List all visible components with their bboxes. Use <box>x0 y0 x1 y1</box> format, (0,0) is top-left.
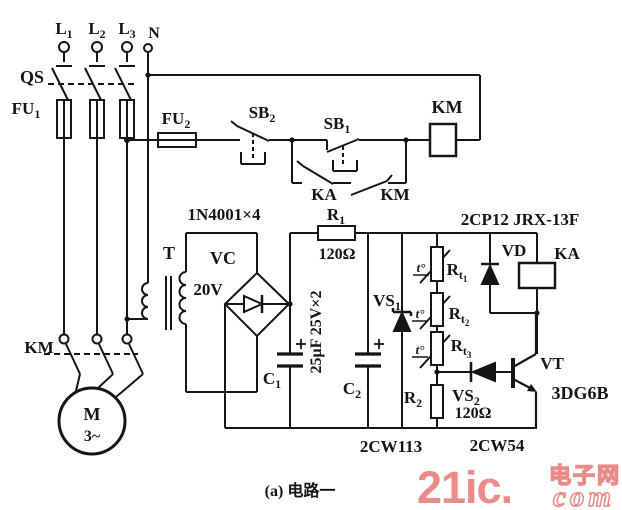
figure-caption: (a) 电路一 <box>265 481 336 500</box>
holding-branch <box>291 140 407 184</box>
c2-plus-sign <box>374 339 384 349</box>
fu2-label: FU2 <box>162 109 191 131</box>
t-deg-label-3: t° <box>416 342 426 357</box>
bridge-label: VC <box>210 248 236 268</box>
km-contact-terminal-1 <box>58 333 70 345</box>
l2-terminal <box>91 41 103 53</box>
sb2-actuator-bracket <box>240 152 266 165</box>
motor-name-label: M <box>84 404 101 424</box>
n-terminal <box>143 43 153 53</box>
sb1-label: SB1 <box>324 114 351 136</box>
l1-terminal <box>58 41 70 53</box>
l3-label: L3 <box>118 19 135 41</box>
km-coil-label: KM <box>432 97 463 117</box>
fu1-fuse-1 <box>56 99 72 139</box>
r2-label: R2 <box>404 388 422 410</box>
ka-contact-blade <box>296 160 334 185</box>
r2-resistor <box>430 384 444 419</box>
l3-terminal <box>121 41 133 53</box>
ka-relay-coil-body <box>517 261 557 290</box>
km-coil-body <box>428 122 458 158</box>
sb1-actuator-bracket <box>332 160 358 172</box>
labels: L1 L2 L3 N QS FU1 FU2 SB2 SB1 KM KA KM R… <box>12 19 609 500</box>
qs-label: QS <box>20 67 44 87</box>
km-main-blades <box>65 343 144 375</box>
rt3-label: Rt3 <box>451 336 472 360</box>
tdeg-underlines <box>412 274 429 358</box>
components <box>56 41 557 456</box>
vt-label: VT <box>540 354 564 373</box>
fu1-label: FU1 <box>12 99 41 121</box>
vd-label: VD <box>502 241 527 260</box>
t-deg-label-2: t° <box>416 306 426 321</box>
sb1-blade <box>326 138 360 153</box>
c1-plus-sign <box>296 339 306 349</box>
transformer-label: T <box>163 243 175 263</box>
transformer-secondary-coil <box>178 271 187 325</box>
phase-lines <box>63 100 128 334</box>
l2-label: L2 <box>88 19 105 41</box>
ka-coil-label: KA <box>554 244 580 263</box>
fu1-fuse-2 <box>89 99 105 139</box>
n-label: N <box>148 25 160 42</box>
c2-plates <box>355 352 381 368</box>
watermark-logo: 21ic. <box>417 462 512 510</box>
bridge-diode-triangle <box>243 294 265 314</box>
watermark: 21ic. 电子网 com <box>417 462 621 510</box>
junction-dots <box>124 72 540 375</box>
cap-note-label: 25μF 25V×2 <box>308 291 325 374</box>
ka-contact-label: KA <box>311 185 337 204</box>
secondary-voltage-label: 20V <box>193 280 223 299</box>
km-contact-blade <box>350 174 393 196</box>
r1-label: R1 <box>327 205 345 227</box>
vt-model-label: 3DG6B <box>551 383 608 403</box>
rt2-thermistor <box>430 292 444 327</box>
neutral-branch <box>148 74 481 141</box>
vt-collector <box>512 313 538 368</box>
t-deg-label-1: t° <box>417 260 427 275</box>
rt3-thermistor <box>430 331 444 366</box>
r1-resistor <box>317 225 356 241</box>
vd-rail <box>489 233 537 314</box>
vs2-label: VS2 <box>452 386 480 408</box>
wiring <box>44 52 538 429</box>
sb2-label: SB2 <box>249 103 276 125</box>
vt-emitter-arrow <box>527 384 537 392</box>
sb2-blade <box>230 120 270 142</box>
vs1-zener-triangle <box>392 310 412 332</box>
c1-label: C1 <box>263 369 281 391</box>
vs2-value: 120Ω <box>455 405 492 422</box>
l1-label: L1 <box>55 19 72 41</box>
motor-phase-label: 3~ <box>84 428 101 445</box>
transformer-core <box>165 276 172 330</box>
vs1-model-label: 2CW113 <box>360 437 422 456</box>
km-contact-terminal-3 <box>121 333 133 345</box>
rt2-label: Rt2 <box>449 304 470 328</box>
motor-body <box>57 386 127 456</box>
c2-label: C2 <box>343 379 361 401</box>
terminal-stems <box>56 52 149 283</box>
watermark-site-name: 电子网 <box>549 463 621 488</box>
watermark-com: com <box>553 481 615 510</box>
diode-model-label: 1N4001×4 <box>188 205 261 224</box>
vs1-label: VS1 <box>373 291 401 313</box>
fu2-fuse <box>157 132 197 148</box>
transformer-primary-coil <box>127 282 149 320</box>
rt1-thermistor <box>430 246 444 282</box>
c1-plates <box>277 352 303 368</box>
km-contact-label: KM <box>380 185 409 204</box>
rt1-label: Rt1 <box>447 260 468 284</box>
vd-diode-triangle <box>480 263 500 285</box>
km-contact-terminal-2 <box>91 333 103 345</box>
r1-value: 120Ω <box>319 246 356 263</box>
vs2-zener-triangle <box>470 361 496 383</box>
km-main-label: KM <box>24 338 53 357</box>
motor-leads <box>75 373 144 398</box>
vs2-model-label: 2CW54 <box>470 436 525 455</box>
secondary-leads <box>185 232 258 393</box>
top-models-label: 2CP12 JRX-13F <box>461 210 580 229</box>
